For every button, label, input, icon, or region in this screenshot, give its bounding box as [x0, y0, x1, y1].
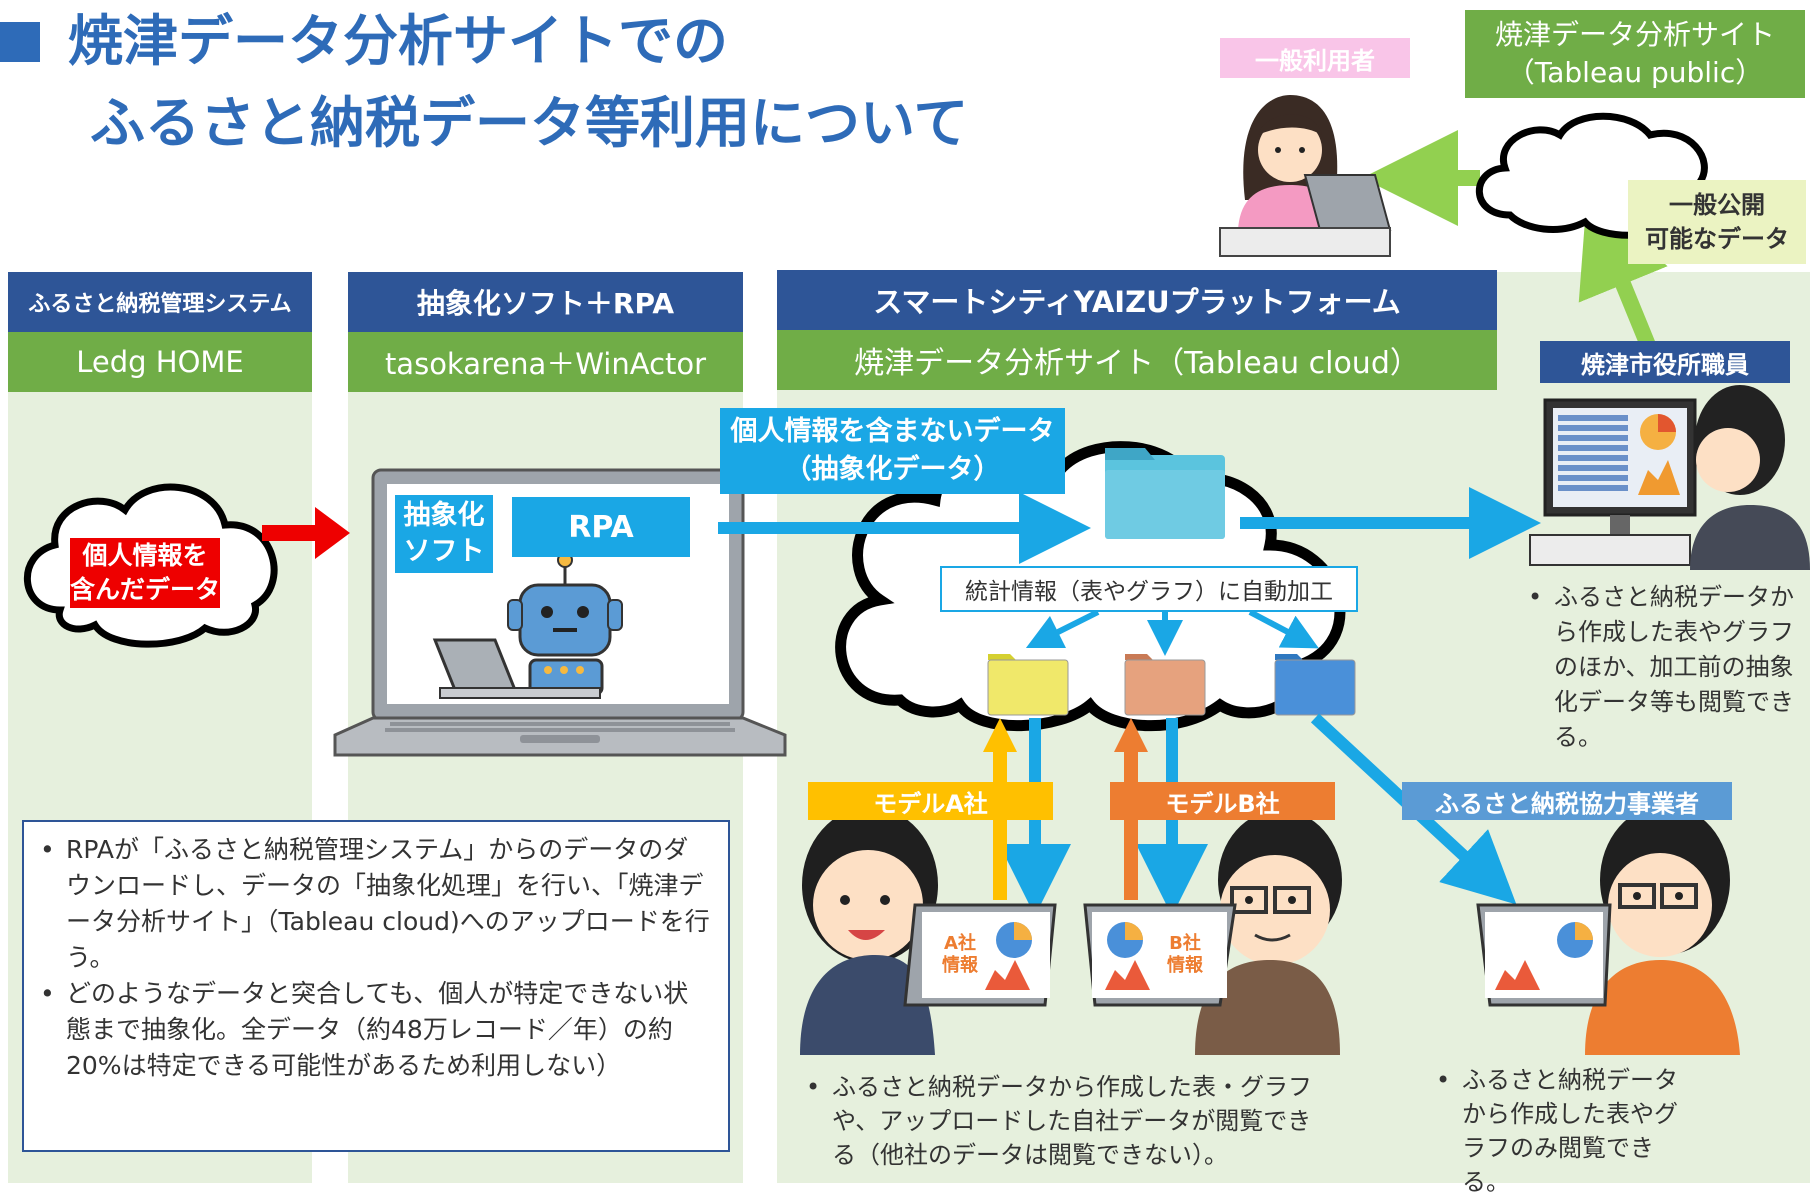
model-note-item: ふるさと納税データから作成した表・グラフや、アップロードした自社データが閲覧でき…: [800, 1070, 1330, 1172]
public-site-line1: 焼津データ分析サイト: [1494, 18, 1775, 51]
public-site-label: 焼津データ分析サイト （Tableau public）: [1465, 10, 1805, 98]
left-note-item: RPAが「ふるさと納税管理システム」からのデータのダウンロードし、データの「抽象…: [34, 832, 710, 976]
person-icon: [800, 807, 1057, 1055]
general-user-label: 一般利用者: [1220, 38, 1410, 78]
person-icon: [1529, 385, 1810, 570]
personal-data-line1: 個人情報を: [82, 541, 208, 570]
soft-line1: 抽象化: [403, 500, 485, 531]
screen-a-line2: 情報: [942, 955, 978, 976]
title-line2: ふるさと納税データ等利用について: [90, 91, 969, 155]
partner-note: ふるさと納税データから作成した表やグラフのみ閲覧できる。: [1430, 1063, 1700, 1199]
person-icon: [1476, 805, 1740, 1055]
screen-a-line1: A社: [944, 933, 976, 954]
model-a-label: モデルA社: [808, 782, 1053, 820]
header-smart: スマートシティYAIZUプラットフォーム: [777, 270, 1497, 330]
public-data-label: 一般公開 可能なデータ: [1628, 180, 1806, 264]
soft-line2: ソフト: [403, 536, 485, 567]
no-personal-line2: （抽象化データ）: [784, 454, 1001, 485]
red-arrow-icon: [262, 507, 350, 559]
auto-process-label: 統計情報（表やグラフ）に自動加工: [940, 566, 1358, 612]
partner-label: ふるさと納税協力事業者: [1402, 782, 1732, 820]
folder-icon: [1124, 654, 1206, 716]
sub-winactor: tasokarena＋WinActor: [348, 332, 743, 392]
title-square-icon: [0, 22, 40, 62]
sub-tableau-cloud: 焼津データ分析サイト（Tableau cloud）: [777, 330, 1497, 390]
title-line1: 焼津データ分析サイトでの: [68, 9, 729, 73]
header-furusato: ふるさと納税管理システム: [8, 272, 312, 332]
rpa-label: RPA: [512, 497, 690, 557]
robot-icon: [432, 552, 623, 699]
staff-note-item: ふるさと納税データから作成した表やグラフのほか、加工前の抽象化データ等も閲覧でき…: [1522, 580, 1805, 755]
person-icon: [1083, 810, 1342, 1055]
staff-label: 焼津市役所職員: [1540, 341, 1790, 383]
screen-b-line1: B社: [1169, 933, 1201, 954]
model-b-label: モデルB社: [1110, 782, 1335, 820]
no-personal-data-label: 個人情報を含まないデータ （抽象化データ）: [720, 408, 1065, 494]
folder-icon: [1274, 654, 1356, 716]
screen-b-label: B社 情報: [1160, 930, 1210, 980]
screen-b-line2: 情報: [1167, 955, 1203, 976]
public-data-line1: 一般公開: [1669, 191, 1765, 219]
model-note: ふるさと納税データから作成した表・グラフや、アップロードした自社データが閲覧でき…: [800, 1070, 1330, 1172]
staff-note: ふるさと納税データから作成した表やグラフのほか、加工前の抽象化データ等も閲覧でき…: [1522, 580, 1805, 755]
folder-icon: [987, 654, 1069, 716]
abstraction-soft-label: 抽象化 ソフト: [395, 495, 493, 573]
public-data-line2: 可能なデータ: [1645, 225, 1789, 253]
person-icon: [1219, 95, 1392, 257]
partner-note-item: ふるさと納税データから作成した表やグラフのみ閲覧できる。: [1430, 1063, 1700, 1199]
folder-icon: [1105, 448, 1225, 539]
personal-data-line2: 含んだデータ: [70, 575, 221, 604]
sub-ledg-home: Ledg HOME: [8, 332, 312, 392]
personal-data-label: 個人情報を 含んだデータ: [70, 538, 220, 608]
left-notes-box: RPAが「ふるさと納税管理システム」からのデータのダウンロードし、データの「抽象…: [22, 820, 730, 1152]
screen-a-label: A社 情報: [935, 930, 985, 980]
public-site-line2: （Tableau public）: [1506, 56, 1764, 89]
no-personal-line1: 個人情報を含まないデータ: [730, 416, 1055, 447]
header-rpa: 抽象化ソフト＋RPA: [348, 272, 743, 332]
left-note-item: どのようなデータと突合しても、個人が特定できない状態まで抽象化。全データ（約48…: [34, 976, 710, 1084]
page-title: 焼津データ分析サイトでの ふるさと納税データ等利用について: [0, 0, 1810, 164]
